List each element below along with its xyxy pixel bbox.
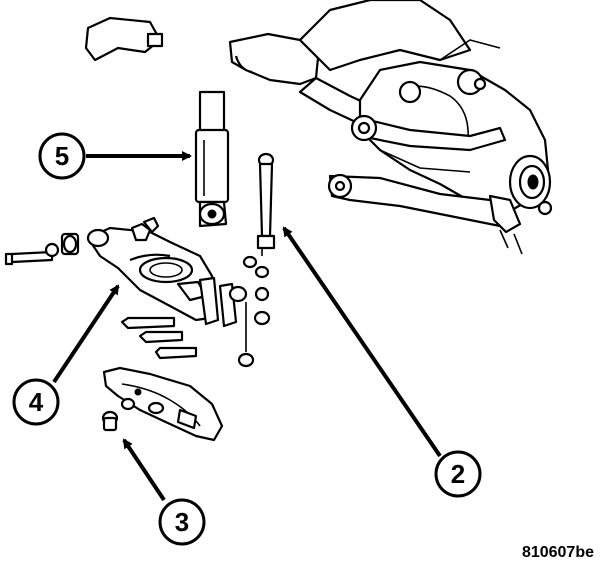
- lower-control-arm: [4, 216, 271, 368]
- leader-2: [282, 226, 442, 458]
- leader-3: [122, 438, 166, 502]
- callout-5-marker: 5: [38, 132, 86, 180]
- splash-shield: [101, 366, 224, 442]
- callout-5-label: 5: [55, 141, 69, 171]
- leader-4: [52, 284, 120, 384]
- figure-code: 810607be: [521, 544, 594, 561]
- vehicle-frame-assembly: [84, 0, 553, 255]
- stabilizer-link: [256, 152, 276, 256]
- leader-lines: [52, 151, 442, 502]
- shock-absorber: [194, 90, 230, 228]
- callout-3-marker: 3: [158, 498, 206, 546]
- callout-4-label: 4: [29, 387, 44, 417]
- callout-2-label: 2: [451, 459, 465, 489]
- callout-4-marker: 4: [12, 378, 60, 426]
- callout-2-marker: 2: [434, 450, 482, 498]
- callout-3-label: 3: [175, 507, 189, 537]
